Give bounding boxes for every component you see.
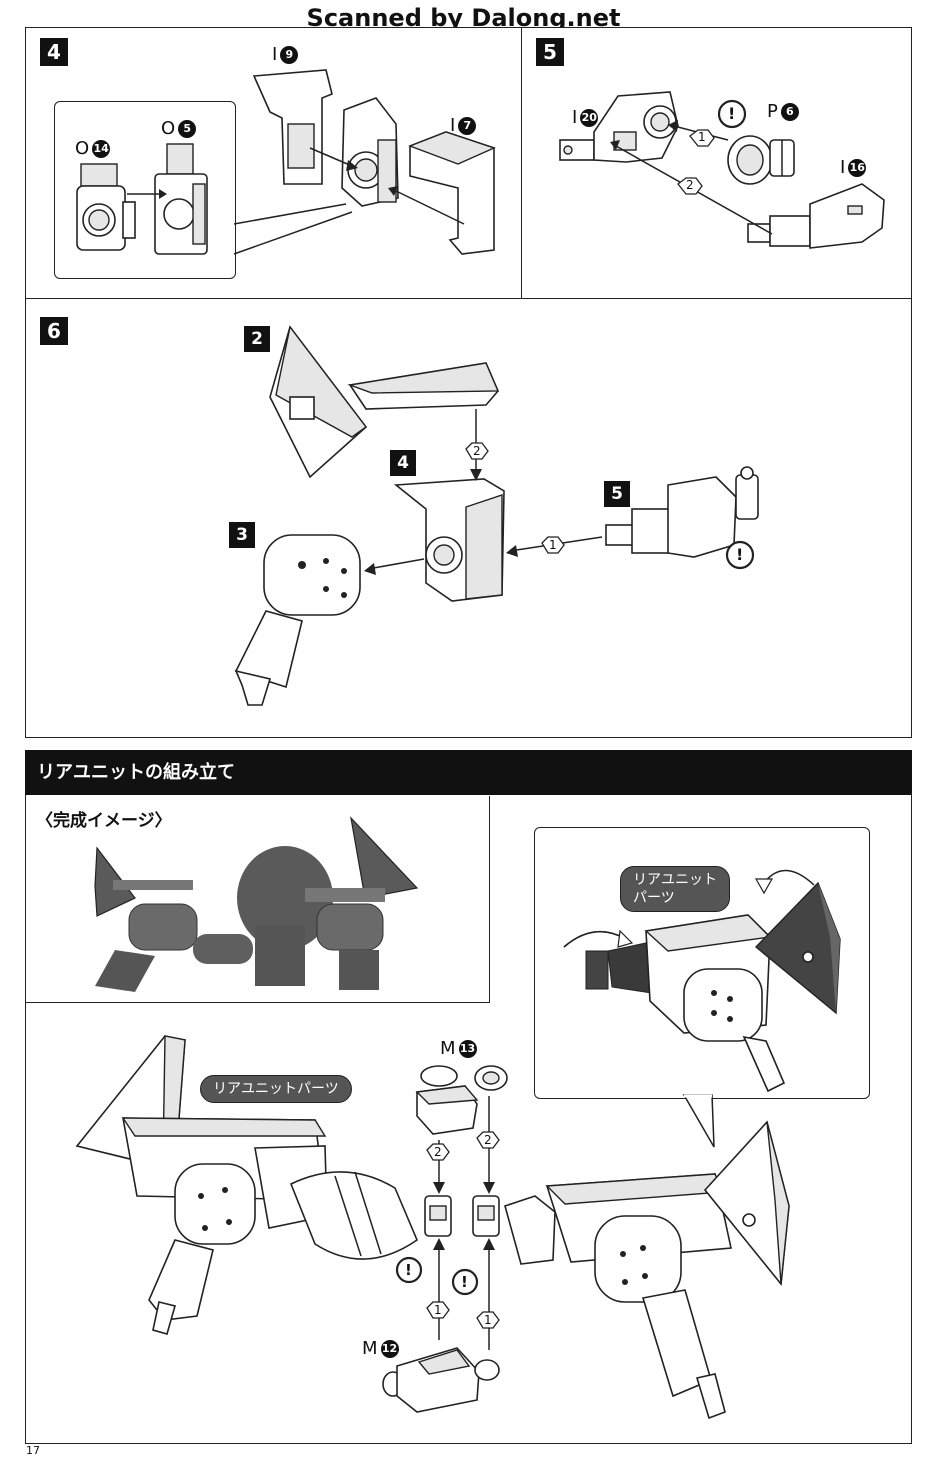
step-5-number: 5	[536, 38, 564, 66]
sub-tag-3: 3	[229, 522, 255, 548]
step-order-hexagon-icon	[476, 1131, 500, 1149]
completed-image-label: 〈完成イメージ〉	[36, 811, 172, 831]
step-order-hexagon-icon	[426, 1143, 450, 1161]
order-label-2: 2	[473, 444, 481, 458]
inset-parts-drawing	[76, 143, 208, 255]
step-6-drawing	[234, 325, 759, 706]
sub-tag-4: 4	[390, 450, 416, 476]
step-order-hexagon-icon	[677, 177, 703, 195]
part-m13-drawing	[415, 1065, 508, 1135]
sub-assembly-4-drawing	[393, 478, 505, 602]
part-o5-drawing	[154, 143, 208, 255]
sub-tag-2: 2	[244, 326, 270, 352]
rear-unit-parts-callout-inset: リアユニット パーツ	[620, 866, 730, 912]
step-order-hexagon-icon	[426, 1301, 450, 1319]
part-m12-drawing	[382, 1347, 500, 1413]
step-order-hexagon-icon	[476, 1311, 500, 1329]
order-label-1: 1	[698, 130, 706, 144]
page-number: 17	[26, 1444, 40, 1457]
rotate-arrow-icon	[563, 930, 627, 948]
caution-icon	[725, 540, 755, 570]
caution-label: !	[728, 104, 736, 123]
order-label-1a: 1	[434, 1303, 442, 1317]
completed-image-drawing	[94, 816, 419, 992]
part-i16-drawing	[747, 183, 885, 249]
caution-label-b: !	[461, 1273, 468, 1291]
order-label-1: 1	[549, 538, 557, 552]
step-6-panel: 6 2 4 5 3	[25, 298, 912, 738]
part-o14-drawing	[76, 163, 136, 251]
sub-assembly-2-drawing	[269, 325, 500, 479]
rear-unit-main-drawing	[75, 1035, 790, 1420]
part-assembly-drawing	[341, 97, 399, 207]
order-label-2a: 2	[434, 1145, 442, 1159]
rear-unit-section-title: リアユニットの組み立て	[25, 750, 912, 796]
part-i9-drawing	[252, 69, 333, 185]
part-i7-drawing	[408, 131, 496, 255]
caution-icon	[717, 99, 747, 129]
part-p6-drawing	[727, 135, 795, 185]
rotate-arrow-icon	[763, 869, 815, 886]
step-6-number: 6	[40, 317, 68, 345]
step-order-hexagon-icon	[541, 536, 565, 554]
step-4-number: 4	[40, 38, 68, 66]
step-order-hexagon-icon	[465, 442, 489, 460]
caution-label-a: !	[405, 1261, 412, 1279]
caution-icon	[395, 1256, 423, 1284]
sub-assembly-5-drawing	[605, 466, 759, 558]
caution-label: !	[736, 545, 744, 564]
order-label-2: 2	[686, 178, 694, 192]
part-i20-drawing	[559, 91, 679, 163]
step-5-drawing	[559, 91, 885, 249]
sub-assembly-3-drawing	[234, 534, 361, 706]
caution-icon	[451, 1268, 479, 1296]
rear-unit-parts-callout: リアユニットパーツ	[200, 1075, 352, 1103]
step-4-drawing	[233, 69, 496, 255]
order-label-1b: 1	[484, 1313, 492, 1327]
sub-tag-5: 5	[604, 481, 630, 507]
step-order-hexagon-icon	[689, 129, 715, 147]
order-label-2b: 2	[484, 1133, 492, 1147]
rear-unit-detail-drawing	[563, 869, 841, 1148]
